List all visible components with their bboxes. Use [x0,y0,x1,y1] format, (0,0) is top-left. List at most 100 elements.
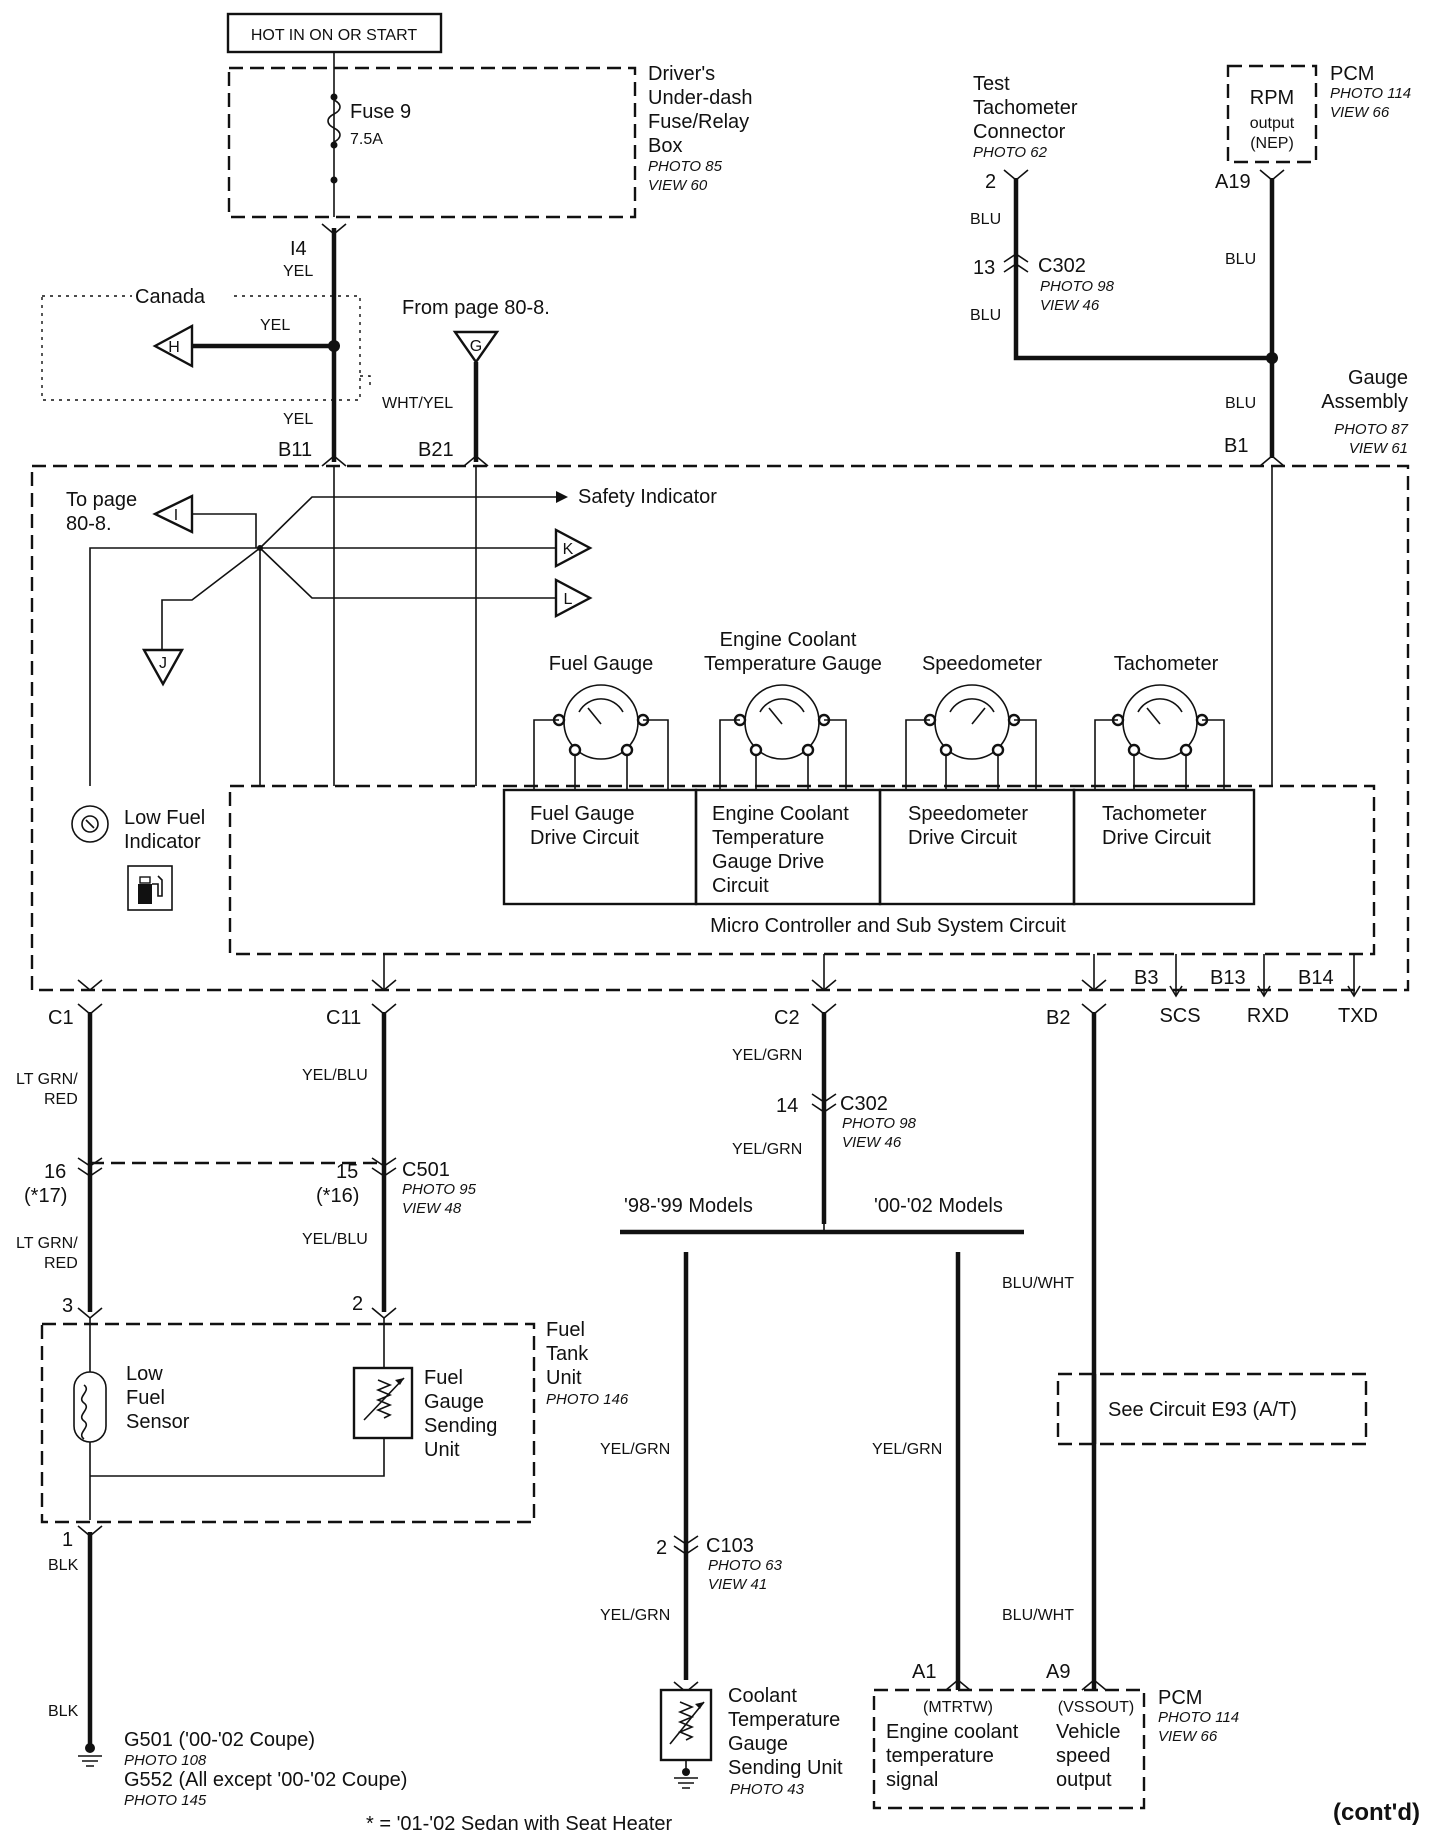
signal-rxd: RXD [1247,1005,1289,1027]
low-fuel-indicator-1: Low Fuel [124,807,205,829]
gauge-assembly-view: VIEW 61 [1349,440,1408,457]
pin-b11: B11 [278,439,312,461]
fuse-box-name-3: Fuse/Relay [648,111,749,133]
yelgrn-label-2: YEL/GRN [732,1141,802,1158]
canada-box [41,295,361,401]
fuel-tank-box [40,1322,536,1524]
pcm-bottom-photo: PHOTO 114 [1158,1709,1239,1726]
pcm-rpm-1: RPM [1250,87,1294,109]
connector-l [554,578,593,618]
fuel-pump-icon [127,865,173,911]
pcm-vso-3: output [1056,1769,1112,1791]
yel-label-1: YEL [283,263,313,280]
low-fuel-indicator-icon [71,805,109,843]
coolant-gauge-icon [719,684,847,790]
low-fuel-sensor-3: Sensor [126,1411,190,1433]
footnote: * = '01-'02 Sedan with Seat Heater [366,1813,673,1835]
c302-mid-pin: 14 [776,1095,798,1117]
drive-coolant-2: Temperature [712,827,824,849]
fuel-gauge-icon [533,684,669,790]
pcm-top-view: VIEW 66 [1330,104,1390,121]
whtyel-label: WHT/YEL [382,395,453,412]
fuel-tank-name-1: Fuel [546,1319,585,1341]
yel-label-2: YEL [260,317,290,334]
c501-view: VIEW 48 [402,1200,462,1217]
fuse-box-photo: PHOTO 85 [648,158,723,175]
to-page-2: 80-8. [66,513,112,535]
yel-label-3: YEL [283,411,313,428]
fuse-box-name-1: Driver's [648,63,715,85]
g552-label: G552 (All except '00-'02 Coupe) [124,1769,407,1791]
canada-label: Canada [135,286,206,308]
see-circuit-label: See Circuit E93 (A/T) [1108,1399,1297,1421]
c302-top-name: C302 [1038,255,1086,277]
fuel-tank-name-3: Unit [546,1367,582,1389]
tachometer-icon [1094,684,1225,790]
coolant-sender-3: Gauge [728,1733,788,1755]
fuse-box-outline [227,66,637,219]
pcm-ect-1: Engine coolant [886,1721,1019,1743]
coolant-sender-4: Sending Unit [728,1757,843,1779]
red-label-1: RED [44,1091,78,1108]
red-label-2: RED [44,1255,78,1272]
fuel-sending-4: Unit [424,1439,460,1461]
c302-top-view: VIEW 46 [1040,297,1100,314]
blu-tach-wire [1013,178,1272,361]
fuel-tank-photo: PHOTO 146 [546,1391,629,1408]
c103-photo: PHOTO 63 [708,1557,783,1574]
yelgrn-label-3: YEL/GRN [600,1441,670,1458]
pin-b13: B13 [1210,967,1246,989]
ground-icon [78,1743,102,1767]
drive-fuel-1: Fuel Gauge [530,803,635,825]
fuel-gauge-sending-icon [90,1318,414,1477]
pin-b2: B2 [1046,1007,1070,1029]
pin-a9: A9 [1046,1661,1070,1683]
test-tach-photo: PHOTO 62 [973,144,1048,161]
connector-l-letter: L [564,591,573,608]
coolant-sender-photo: PHOTO 43 [730,1781,805,1798]
c501-name: C501 [402,1159,450,1181]
pin-c2: C2 [774,1007,800,1029]
drive-tacho-2: Drive Circuit [1102,827,1211,849]
blu-label-2: BLU [970,307,1001,324]
drive-speedo-2: Drive Circuit [908,827,1017,849]
micro-controller-box [228,784,1376,956]
pcm-rpm-3: (NEP) [1250,135,1294,152]
fuel-tank-pin-3: 3 [62,1295,73,1317]
gauge-label-coolant-2: Temperature Gauge [704,653,882,675]
pcm-ect-2: temperature [886,1745,994,1767]
coolant-sender-1: Coolant [728,1685,797,1707]
ltgrn-label-1: LT GRN/ [16,1071,78,1088]
from-page-label: From page 80-8. [402,297,550,319]
c501-pin-16b: (*16) [316,1185,359,1207]
c501-pin-17: (*17) [24,1185,67,1207]
connector-j [141,648,185,687]
pin-c11: C11 [326,1007,361,1029]
bluwht-label-1: BLU/WHT [1002,1275,1074,1292]
drive-tacho-1: Tachometer [1102,803,1207,825]
pcm-rpm-box [1226,64,1318,164]
fuse-box-name-2: Under-dash [648,87,753,109]
connector-j-letter: J [159,655,167,672]
gauge-label-coolant-1: Engine Coolant [720,629,857,651]
pin-a19: A19 [1215,171,1251,193]
safety-indicator-label: Safety Indicator [578,486,717,508]
connector-g [452,330,500,365]
connector-k-letter: K [563,541,574,558]
pin-b14: B14 [1298,967,1334,989]
contd-label: (cont'd) [1333,1799,1420,1826]
drive-speedo-1: Speedometer [908,803,1028,825]
drive-box-tacho [1072,788,1256,906]
g501-photo: PHOTO 108 [124,1752,207,1769]
to-page-1: To page [66,489,137,511]
low-fuel-sensor-icon [73,1318,107,1520]
micro-controller-label: Micro Controller and Sub System Circuit [710,915,1066,937]
coolant-sender-icon [659,1688,713,1789]
pcm-ect-3: signal [886,1769,938,1791]
pcm-bottom-name: PCM [1158,1687,1202,1709]
pcm-mtrtw: (MTRTW) [923,1699,993,1716]
pcm-rpm-2: output [1250,115,1295,132]
drive-coolant-3: Gauge Drive [712,851,824,873]
gauge-assembly-box [30,464,1410,992]
pin-b1: B1 [1224,435,1248,457]
